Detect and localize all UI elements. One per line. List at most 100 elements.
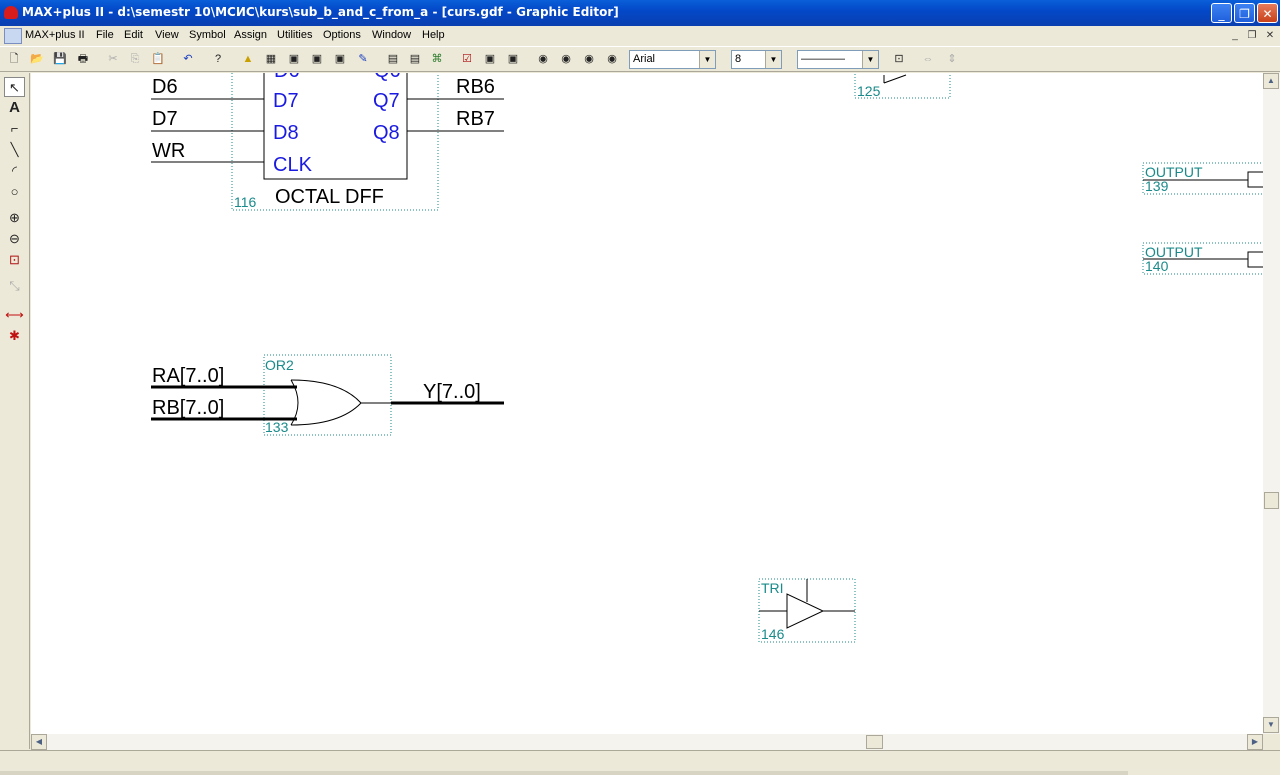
title-bar: MAX+plus II - d:\semestr 10\МСИС\kurs\su… (0, 0, 1280, 26)
menu-view[interactable]: View (155, 29, 179, 41)
close-button[interactable]: ✕ (1257, 3, 1278, 23)
compiler-icon[interactable]: ▣ (288, 53, 300, 65)
floorplan-icon[interactable]: ▦ (265, 53, 277, 65)
restore-button[interactable]: ❐ (1234, 3, 1255, 23)
menu-utilities[interactable]: Utilities (277, 29, 313, 41)
label-rb-bus[interactable]: RB[7..0] (152, 397, 224, 419)
timing-icon[interactable]: ▣ (334, 53, 346, 65)
scroll-up-icon[interactable]: ▲ (1263, 73, 1279, 89)
find-node-floor-icon[interactable]: ◉ (584, 53, 594, 65)
help-pointer-icon[interactable]: ? (214, 53, 222, 65)
new-icon[interactable]: 🗋 (9, 53, 19, 65)
scroll-right-icon[interactable]: ▶ (1247, 734, 1263, 750)
font-size-select[interactable]: 8 ▼ (731, 50, 782, 69)
menu-file[interactable]: File (96, 29, 114, 41)
vertical-scroll-thumb[interactable] (1264, 492, 1279, 509)
output-type: OUTPUT (1145, 244, 1203, 260)
rubberband-icon[interactable]: ⤡ (9, 278, 20, 293)
copy-icon[interactable]: ⎘ (130, 53, 140, 65)
hierarchy-icon[interactable]: ⌘ (431, 53, 443, 65)
save-compile-icon[interactable]: ▣ (484, 53, 496, 65)
status-bar (0, 750, 1280, 775)
partial-symbol-125[interactable]: 125 (854, 73, 951, 99)
mdi-close-button[interactable]: ✕ (1265, 30, 1275, 41)
label-rb7[interactable]: RB7 (456, 108, 495, 130)
output-pin-140[interactable]: OUTPUT 140 (1142, 242, 1263, 275)
or2-body (290, 379, 362, 426)
find-node-wave-icon[interactable]: ◉ (607, 53, 617, 65)
tri-buffer-symbol[interactable]: TRI 146 (758, 578, 856, 643)
pin-d6-partial: D6 (274, 73, 300, 82)
dff-id: 116 (234, 194, 257, 210)
output-pin-139[interactable]: OUTPUT 139 (1142, 162, 1263, 195)
partial-id: 125 (857, 83, 881, 99)
circle-tool-icon[interactable]: ○ (10, 184, 19, 199)
open-icon[interactable]: 📂 (30, 53, 44, 65)
pin-q7: Q7 (373, 90, 400, 112)
font-value: Arial (633, 53, 656, 65)
diagonal-line-icon[interactable]: ╲ (10, 142, 19, 157)
find-node-design-icon[interactable]: ◉ (561, 53, 571, 65)
arc-tool-icon[interactable]: ◜ (11, 163, 18, 178)
menu-help[interactable]: Help (422, 29, 445, 41)
or2-selection-box (263, 354, 392, 436)
chevron-down-icon[interactable]: ▼ (765, 51, 781, 68)
mdi-minimize-button[interactable]: _ (1232, 30, 1238, 41)
app-icon[interactable] (4, 6, 18, 19)
chevron-down-icon[interactable]: ▼ (699, 51, 715, 68)
connect-line-icon[interactable]: ⟷ (5, 307, 24, 322)
open-symbol-icon[interactable]: ▤ (409, 53, 421, 65)
label-y-bus[interactable]: Y[7..0] (423, 381, 481, 403)
cut-icon[interactable]: ✂ (108, 53, 118, 65)
print-icon[interactable]: 🖶 (77, 53, 89, 65)
menu-maxplus[interactable]: MAX+plus II (25, 29, 85, 41)
line-style-select[interactable]: ———— ▼ (797, 50, 879, 69)
zoom-out-icon[interactable]: ⊖ (9, 231, 20, 246)
save-icon[interactable]: 💾 (53, 53, 67, 65)
scroll-left-icon[interactable]: ◀ (31, 734, 47, 750)
zoom-in-icon[interactable]: ⊕ (9, 210, 20, 225)
or2-id: 133 (265, 419, 289, 435)
orthogonal-line-icon[interactable]: ⌐ (10, 121, 19, 136)
flip-horizontal-icon[interactable]: ⇔ (922, 53, 934, 65)
menu-options[interactable]: Options (323, 29, 361, 41)
horizontal-scrollbar[interactable]: ◀ ▶ (31, 734, 1263, 750)
programmer-icon[interactable]: ✎ (358, 53, 368, 65)
octal-dff-symbol[interactable]: D6 D7 WR D6 Q6 D7 D8 CLK Q7 Q8 RB6 RB7 O… (151, 73, 504, 211)
hierarchy-up-icon[interactable]: ▲ (242, 53, 254, 65)
schematic-canvas[interactable]: D6 D7 WR D6 Q6 D7 D8 CLK Q7 Q8 RB6 RB7 O… (31, 73, 1263, 734)
find-node-icon[interactable]: ◉ (538, 53, 548, 65)
paste-icon[interactable]: 📋 (151, 53, 165, 65)
flip-vertical-icon[interactable]: ⇕ (947, 53, 957, 65)
fit-in-window-icon[interactable]: ⊡ (9, 252, 20, 267)
mdi-restore-button[interactable]: ❐ (1247, 30, 1257, 41)
scroll-down-icon[interactable]: ▼ (1263, 717, 1279, 733)
text-tool-icon[interactable]: A (9, 99, 20, 116)
simulator-icon[interactable]: ▣ (311, 53, 323, 65)
menu-symbol[interactable]: Symbol (189, 29, 226, 41)
vertical-scrollbar[interactable]: ▲ ▼ (1263, 73, 1280, 734)
chevron-down-icon[interactable]: ▼ (862, 51, 878, 68)
menu-edit[interactable]: Edit (124, 29, 143, 41)
save-check-icon[interactable]: ☑ (462, 53, 472, 65)
horizontal-scroll-thumb[interactable] (866, 735, 883, 749)
symbol-edit-icon[interactable]: ⊡ (894, 53, 904, 65)
minimize-button[interactable]: _ (1211, 3, 1232, 23)
menu-window[interactable]: Window (372, 29, 412, 41)
font-select[interactable]: Arial ▼ (629, 50, 716, 69)
mdi-doc-icon[interactable] (4, 28, 22, 44)
selection-arrow-icon[interactable]: ↖ (4, 77, 25, 97)
label-rb6[interactable]: RB6 (456, 76, 495, 98)
label-wr[interactable]: WR (152, 140, 185, 162)
or2-gate-symbol[interactable]: RA[7..0] RB[7..0] Y[7..0] OR2 133 (151, 354, 504, 436)
pin-d8: D8 (273, 122, 299, 144)
undo-icon[interactable]: ↶ (183, 53, 193, 65)
label-ra-bus[interactable]: RA[7..0] (152, 365, 224, 387)
save-simulate-icon[interactable]: ▣ (507, 53, 519, 65)
menu-assign[interactable]: Assign (234, 29, 268, 41)
open-file-icon[interactable]: ▤ (387, 53, 399, 65)
disconnect-icon[interactable]: ✱ (9, 328, 20, 343)
label-d6[interactable]: D6 (152, 76, 178, 98)
schematic-svg: D6 D7 WR D6 Q6 D7 D8 CLK Q7 Q8 RB6 RB7 O… (151, 73, 1263, 643)
label-d7[interactable]: D7 (152, 108, 178, 130)
